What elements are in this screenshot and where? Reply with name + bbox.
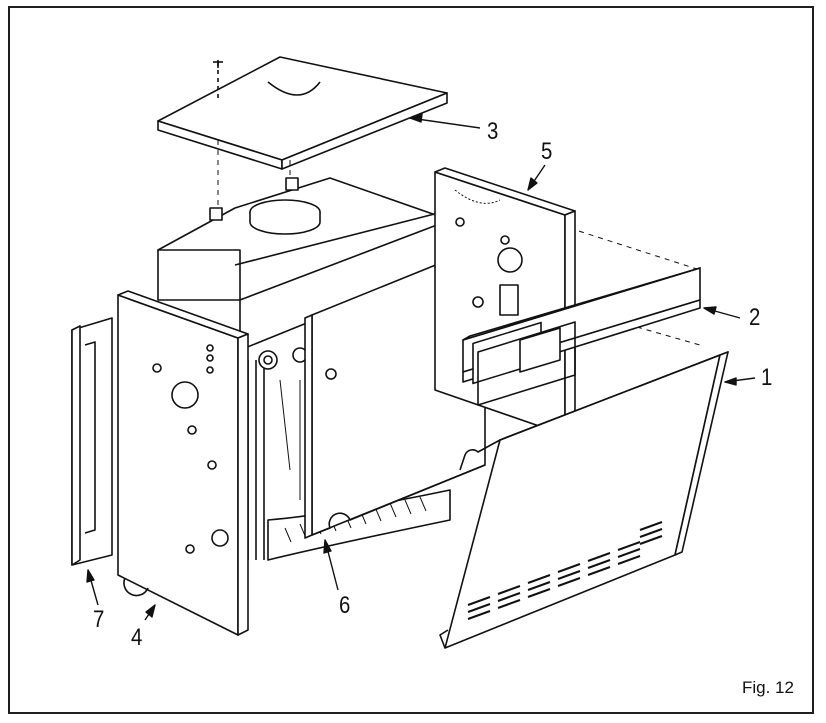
part-3-top-cover (157, 56, 448, 170)
figure-caption: Fig. 12 (742, 678, 794, 697)
callout-4: 4 (131, 624, 143, 651)
callout-5: 5 (541, 138, 553, 165)
callout-1: 1 (761, 364, 773, 391)
part-4-left-side-panel (117, 290, 249, 636)
part-7-left-frame (71, 317, 113, 566)
callout-2: 2 (749, 304, 761, 331)
callout-3: 3 (487, 118, 499, 145)
callout-7: 7 (93, 606, 105, 633)
part-1-front-cover (439, 351, 729, 649)
part-5-rear-panel (434, 167, 576, 436)
figure-frame (8, 6, 814, 714)
callout-6: 6 (339, 592, 351, 619)
heat-exchanger-body (157, 177, 451, 561)
callout-leaders (86, 113, 756, 621)
part-2-control-panel (462, 267, 701, 406)
